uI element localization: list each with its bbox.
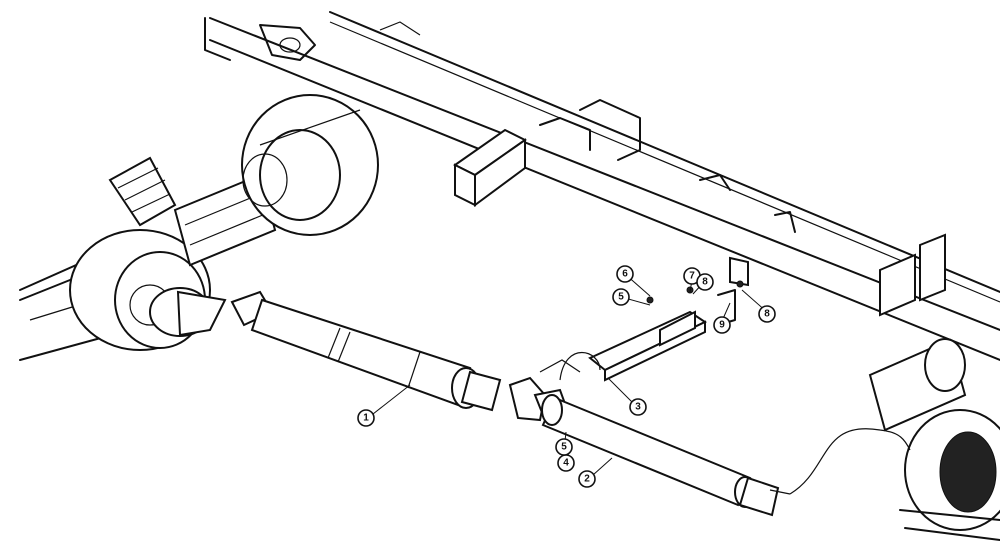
- hanger-bracket: [561, 256, 749, 449]
- callout-9: 9: [713, 316, 731, 334]
- callout-1: 1: [357, 409, 375, 427]
- svg-text:7: 7: [689, 271, 695, 282]
- callout-6: 6: [616, 265, 634, 283]
- transmission: [868, 233, 1000, 541]
- svg-text:1: 1: [363, 413, 369, 424]
- svg-text:2: 2: [584, 474, 590, 485]
- svg-text:5: 5: [561, 442, 567, 453]
- drive-shaft-1: [230, 290, 502, 412]
- rear-axle-assembly: [19, 94, 379, 361]
- callout-8-right: 8: [758, 305, 776, 323]
- frame-rail: [204, 11, 1000, 361]
- callout-3: 3: [629, 398, 647, 416]
- svg-text:3: 3: [635, 402, 641, 413]
- hose-line: [559, 351, 911, 495]
- callout-5-lower: 5: [555, 438, 573, 456]
- svg-text:5: 5: [618, 292, 624, 303]
- svg-text:8: 8: [764, 309, 770, 320]
- svg-text:9: 9: [719, 320, 725, 331]
- callouts: 1 2 3 4 5 5 6 7 8 8 9: [357, 265, 776, 488]
- callout-2: 2: [578, 470, 596, 488]
- callout-4: 4: [557, 454, 575, 472]
- drive-shaft-2: [541, 394, 791, 517]
- callout-7: 7: [683, 267, 701, 285]
- svg-text:8: 8: [702, 277, 708, 288]
- cross-member: [453, 128, 527, 207]
- svg-text:6: 6: [622, 269, 628, 280]
- svg-text:4: 4: [563, 458, 569, 469]
- callout-8-left: 8: [696, 273, 714, 291]
- callout-5-upper: 5: [612, 288, 630, 306]
